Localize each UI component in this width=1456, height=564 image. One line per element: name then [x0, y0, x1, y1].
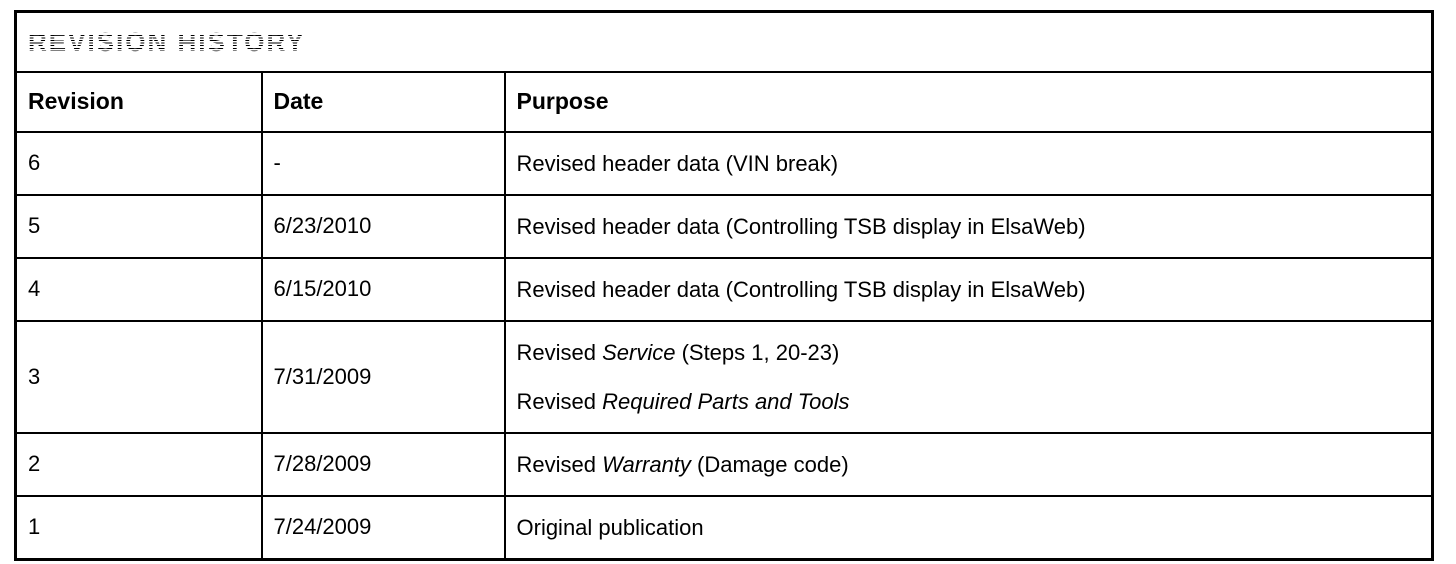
- purpose-line: Revised header data (VIN break): [517, 139, 1422, 188]
- revision-cell: 6: [14, 130, 263, 196]
- revision-cell: 3: [14, 319, 263, 434]
- purpose-text-segment: Revised header data (Controlling TSB dis…: [516, 213, 1086, 239]
- purpose-italic-segment: Required Parts and Tools: [602, 388, 850, 414]
- revision-cell: 1: [14, 494, 263, 560]
- revision-cell: 4: [14, 256, 263, 322]
- column-header-revision: Revision: [14, 70, 263, 133]
- table-title-cell: REVISION HISTORY: [14, 10, 1434, 73]
- purpose-cell: Revised Service (Steps 1, 20-23)Revised …: [503, 319, 1434, 434]
- revision-cell: 2: [14, 431, 263, 497]
- date-cell: 7/24/2009: [260, 494, 506, 560]
- table-header-row: Revision Date Purpose: [14, 70, 1434, 133]
- purpose-line: Revised header data (Controlling TSB dis…: [517, 265, 1422, 314]
- revision-cell: 5: [14, 193, 263, 259]
- purpose-cell: Revised header data (VIN break): [503, 130, 1434, 196]
- purpose-text-segment: (Damage code): [690, 451, 849, 477]
- purpose-italic-segment: Service: [602, 339, 676, 365]
- purpose-line: Revised header data (Controlling TSB dis…: [517, 202, 1422, 251]
- purpose-text-segment: Revised: [516, 451, 603, 477]
- date-cell: 7/31/2009: [260, 319, 506, 434]
- table-title-row: REVISION HISTORY: [14, 10, 1434, 73]
- purpose-line: Revised Warranty (Damage code): [517, 440, 1422, 489]
- revision-history-section: REVISION HISTORY Revision Date Purpose 6…: [14, 10, 1434, 561]
- date-cell: 6/23/2010: [260, 193, 506, 259]
- purpose-text-segment: (Steps 1, 20-23): [675, 339, 840, 365]
- table-head: REVISION HISTORY Revision Date Purpose: [14, 10, 1434, 133]
- purpose-italic-segment: Warranty: [602, 451, 691, 477]
- date-cell: 7/28/2009: [260, 431, 506, 497]
- purpose-text-segment: Revised: [516, 388, 603, 414]
- purpose-line: Revised Required Parts and Tools: [517, 377, 1422, 426]
- column-header-purpose: Purpose: [503, 70, 1434, 133]
- purpose-cell: Revised header data (Controlling TSB dis…: [503, 193, 1434, 259]
- purpose-text-segment: Revised header data (Controlling TSB dis…: [516, 276, 1086, 302]
- purpose-line: Revised Service (Steps 1, 20-23): [517, 328, 1422, 377]
- table-title: REVISION HISTORY: [28, 26, 306, 57]
- purpose-text-segment: Revised: [516, 339, 603, 365]
- purpose-text-segment: Revised header data (VIN break): [516, 150, 839, 176]
- date-cell: -: [260, 130, 506, 196]
- purpose-text-segment: Original publication: [516, 514, 704, 540]
- revision-history-table: REVISION HISTORY Revision Date Purpose 6…: [14, 10, 1434, 561]
- purpose-cell: Original publication: [503, 494, 1434, 560]
- purpose-cell: Revised Warranty (Damage code): [503, 431, 1434, 497]
- date-cell: 6/15/2010: [260, 256, 506, 322]
- table-row: 6-Revised header data (VIN break): [14, 130, 1434, 196]
- purpose-line: Original publication: [517, 503, 1422, 552]
- purpose-cell: Revised header data (Controlling TSB dis…: [503, 256, 1434, 322]
- column-header-date: Date: [260, 70, 506, 133]
